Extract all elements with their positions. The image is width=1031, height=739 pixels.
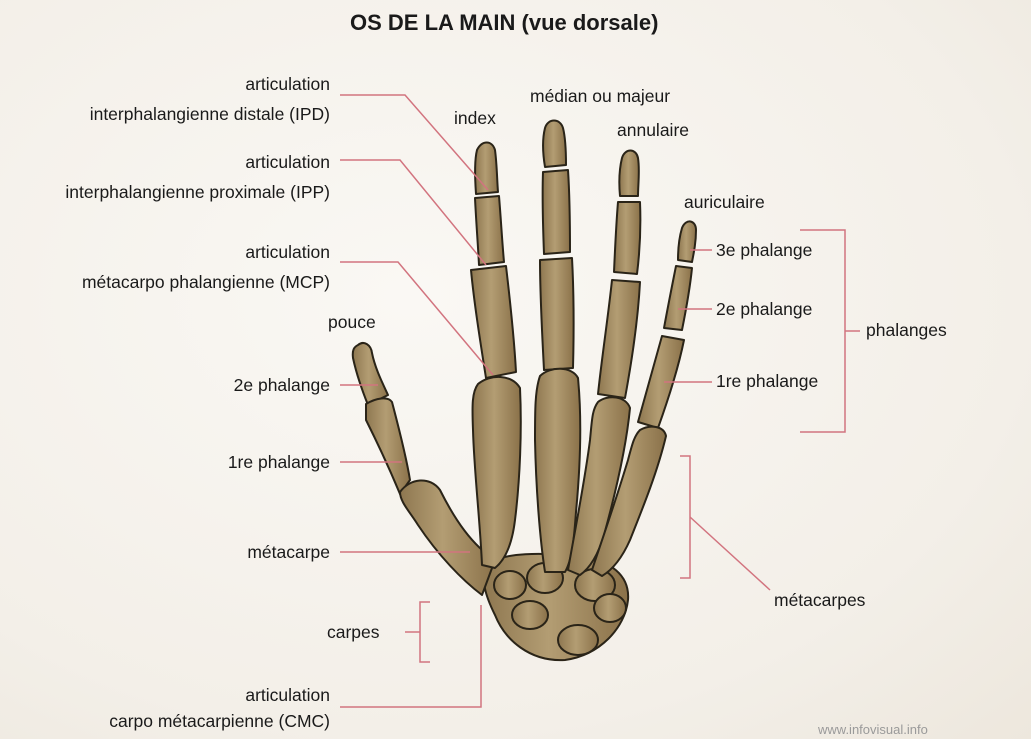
carpal-bone [594,594,626,622]
ipp-leader [340,160,486,265]
phalange-3e-label: 3e phalange [716,242,812,260]
metacarpes-bracket [680,456,690,578]
cmc-label-line2: carpo métacarpienne (CMC) [109,713,330,731]
carpes-bracket [420,602,430,662]
phalange-1re-label: 1re phalange [716,373,818,391]
ring-distal-phalanx [619,151,638,197]
pouce-label: pouce [328,314,376,332]
ipp-label-line1: articulation [245,154,330,172]
little-middle-phalanx [664,266,692,330]
phalanges-label: phalanges [866,322,947,340]
metacarpes-label: métacarpes [774,592,865,610]
index-distal-phalanx [475,143,498,195]
index-label: index [454,110,496,128]
auriculaire-label: auriculaire [684,194,765,212]
metacarpe-label: métacarpe [247,544,330,562]
thumb-2e-phalange-label: 2e phalange [234,377,330,395]
middle-distal-phalanx [543,121,566,168]
ipd-label-line1: articulation [245,76,330,94]
carpes-label: carpes [327,624,380,642]
ipp-label-line2: interphalangienne proximale (IPP) [65,184,330,202]
thumb-1re-phalange-label: 1re phalange [228,454,330,472]
annulaire-label: annulaire [617,122,689,140]
little-distal-phalanx [678,221,696,262]
carpal-bone [558,625,598,655]
thumb-distal-phalanx [353,343,388,405]
phalange-2e-label: 2e phalange [716,301,812,319]
thumb-proximal-phalanx [366,398,410,494]
carpal-bone [512,601,548,629]
ipd-label-line2: interphalangienne distale (IPD) [90,106,330,124]
carpal-bone [494,571,526,599]
middle-middle-phalanx [543,170,570,254]
metacarpes-leader [690,517,770,590]
ring-proximal-phalanx [598,280,640,398]
cmc-label-line1: articulation [245,687,330,705]
middle-proximal-phalanx [540,258,574,370]
index-middle-phalanx [475,196,504,265]
index-metacarpal [473,377,521,568]
watermark: www.infovisual.info [818,723,928,736]
mcp-label-line1: articulation [245,244,330,262]
cmc-leader [340,605,481,707]
index-proximal-phalanx [471,266,516,378]
mcp-label-line2: métacarpo phalangienne (MCP) [82,274,330,292]
ring-middle-phalanx [614,202,640,274]
phalanges-bracket [800,230,845,432]
median-label: médian ou majeur [530,88,670,106]
diagram-title: OS DE LA MAIN (vue dorsale) [350,12,658,34]
